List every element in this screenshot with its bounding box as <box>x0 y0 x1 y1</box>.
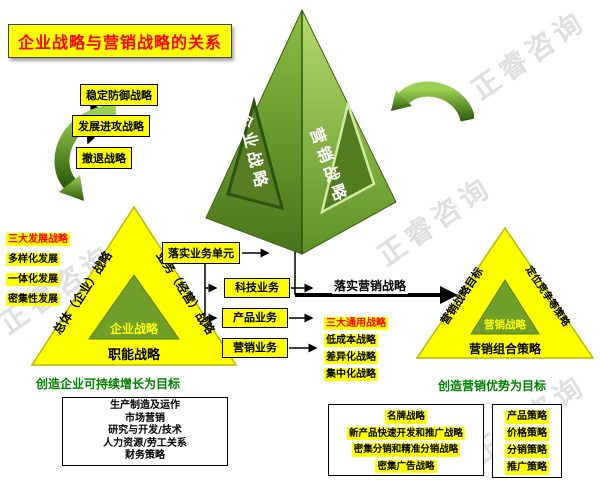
mix-item: 推广策略 <box>505 461 549 475</box>
enterprise-inner-label: 企业战略 <box>109 321 159 336</box>
marketing-strategies-box: 名牌战略 新产品快速开发和推广战略 密集分销和精准分销战略 密集广告战略 <box>328 404 484 476</box>
mix-item: 分销策略 <box>505 444 549 458</box>
pyramid-right-inset-triangle <box>320 99 376 215</box>
functional-item: 人力资源/劳工关系 <box>103 437 187 449</box>
enterprise-inner-triangle <box>88 274 180 340</box>
functional-item: 生产制造及运作 <box>110 400 180 411</box>
marketing-strategy-item: 密集分销和精准分销战略 <box>351 443 461 457</box>
curved-arrow-left <box>54 104 117 201</box>
enterprise-goal-text: 创造企业可持续增长为目标 <box>36 377 181 391</box>
page-title: 企业战略与营销战略的关系 <box>8 24 233 58</box>
development-box-title: 三大发展战略 <box>6 233 70 246</box>
generic-strategies-box: 三大通用战略 低成本战略 差异化战略 集中化战略 <box>324 314 388 382</box>
generic-box-title: 三大通用战略 <box>324 317 388 330</box>
marketing-inner-label: 营销战略 <box>484 318 526 331</box>
business-unit-box: 落实业务单元 <box>162 242 240 264</box>
marketing-strategy-triangle: 营销战略 营销战略目标 定位竞争等策略 营销组合策略 <box>415 226 595 359</box>
marketing-strategy-item: 新产品快速开发和推广战略 <box>346 426 465 440</box>
marketing-arrow-label: 落实营销战略 <box>332 277 409 294</box>
enterprise-strategy-triangle: 企业战略 总体（企业）战略 业务（经营）战略 职能战略 <box>30 205 238 366</box>
marketing-inner-triangle <box>470 279 540 335</box>
marketing-strategy-item: 密集广告战略 <box>375 459 437 473</box>
strategy-box-retreat: 撤退战略 <box>76 147 132 169</box>
business-box-tech: 科技业务 <box>224 278 290 298</box>
marketing-mix-box: 产品策略 价格策略 分销策略 推广策略 <box>492 404 562 478</box>
curved-arrow-right <box>391 81 474 123</box>
pyramid-left-inset-triangle <box>226 96 285 211</box>
pyramid-graphic: 企业战略 营销战略 <box>205 9 397 255</box>
generic-item: 集中化战略 <box>324 368 378 381</box>
business-box-product: 产品业务 <box>222 308 288 328</box>
mix-item: 产品策略 <box>505 410 549 424</box>
functional-item: 研究与开发/技术 <box>108 425 182 437</box>
watermark: 正睿咨询 <box>465 3 593 107</box>
generic-item: 低成本战略 <box>324 334 378 347</box>
development-strategies-box: 三大发展战略 多样化发展 一体化发展 密集性发展 <box>6 230 70 310</box>
mix-item: 价格策略 <box>505 427 549 441</box>
marketing-bottom-label: 营销组合策略 <box>469 341 542 356</box>
development-item: 一体化发展 <box>6 273 60 286</box>
enterprise-bottom-label: 职能战略 <box>108 347 161 363</box>
marketing-goal-text: 创造营销优势为目标 <box>438 379 547 393</box>
functional-item: 财务策略 <box>125 450 165 462</box>
development-item: 密集性发展 <box>6 293 60 306</box>
generic-item: 差异化战略 <box>324 351 378 364</box>
strategy-box-growth-offense: 发展进攻战略 <box>72 115 150 137</box>
development-item: 多样化发展 <box>6 253 60 266</box>
functional-strategies-box: 生产制造及运作 市场营销 研究与开发/技术 人力资源/劳工关系 财务策略 <box>62 397 228 466</box>
business-box-marketing: 营销业务 <box>222 338 288 358</box>
functional-item: 市场营销 <box>125 412 165 424</box>
marketing-strategy-item: 名牌战略 <box>384 410 427 424</box>
strategy-box-stability-defense: 稳定防御战略 <box>80 84 158 106</box>
